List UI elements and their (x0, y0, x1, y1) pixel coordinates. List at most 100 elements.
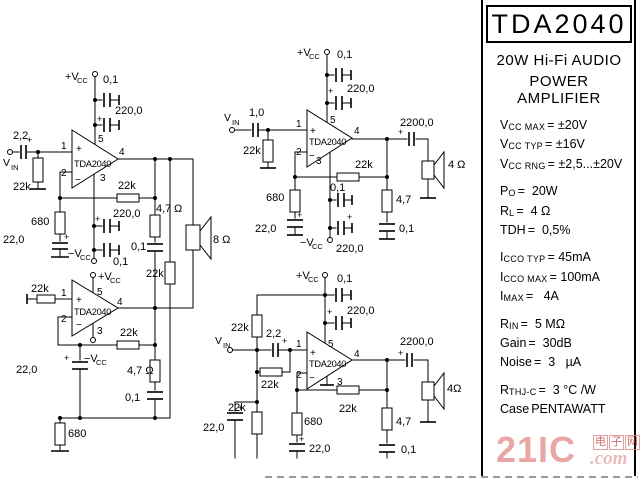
capacitor-plates-c3 (227, 288, 413, 453)
speaker-4ohm (421, 371, 445, 411)
ground-symbols-c1 (26, 95, 120, 452)
resistor-680-a1 (54, 211, 66, 235)
watermark-cjk: 电 子 网 (593, 435, 640, 450)
noninv-mark: + (76, 144, 82, 155)
vcc-pos-terminal-a1 (92, 71, 98, 77)
resistor-input (32, 157, 44, 183)
res-label: 22k (261, 379, 279, 391)
res-label: 22k (228, 402, 246, 414)
vcc-neg-label-a2: −V (84, 353, 98, 365)
cap-label: 22,0 (309, 443, 330, 455)
polarity-plus: + (297, 210, 302, 220)
vin-sub: IN (223, 341, 231, 350)
pin-2: 2 (61, 168, 67, 179)
cap-label: 2,2 (266, 328, 281, 340)
vcc-pos-label-a1: +V (65, 71, 79, 83)
pin-1: 1 (296, 339, 302, 350)
res-label: 22k (120, 327, 138, 339)
speaker-label: 4 Ω (448, 159, 465, 171)
polarity-plus: + (347, 212, 352, 222)
resistor-680 (291, 412, 303, 436)
pin-5: 5 (97, 287, 103, 298)
res-label: 680 (304, 416, 322, 428)
opamp-2 (306, 109, 353, 168)
res-label: 4,7 (396, 194, 411, 206)
opamp-3 (306, 331, 353, 390)
resistor-feedback (336, 385, 360, 395)
spec-po: PO= 20W (500, 184, 558, 199)
vin-sub: IN (232, 118, 240, 127)
cap-label: 0,1 (399, 223, 414, 235)
watermark-21ic: 21IC 电 子 网 .com (494, 429, 640, 475)
res-label: 22k (243, 145, 261, 157)
resistor-input (262, 139, 274, 163)
chip-label-a1: TDA2040 (74, 159, 111, 169)
vcc-sub: CC (308, 275, 319, 284)
chip-label-a2: TDA2040 (74, 307, 111, 317)
speaker-label: 4Ω (447, 383, 461, 395)
panel-right-border (634, 0, 636, 476)
resistor-bias-top (251, 314, 263, 338)
resistor-zobel (381, 407, 393, 431)
inv-mark: − (309, 151, 315, 162)
junctions-c3 (255, 293, 389, 404)
res-label: 4,7 (156, 203, 171, 215)
cap-label: 0,1 (401, 444, 416, 456)
cap-label: 0,1 (113, 256, 128, 268)
resistor-feedback-a2 (116, 340, 140, 350)
resistor-680-a2 (54, 422, 66, 446)
spec-rl: RL= 4 Ω (500, 203, 551, 218)
cap-label: 220,0 (347, 83, 375, 95)
vcc-pos-label-a2: +V (98, 271, 112, 283)
polarity-plus: + (64, 232, 69, 242)
polarity-plus: + (238, 403, 243, 413)
circuit-2-split-supply: +V CC 0,1 220,0 + V IN 1,0 22k 1 2 5 3 4… (224, 47, 465, 255)
cap-label: 220,0 (347, 305, 375, 317)
pin-4: 4 (354, 126, 360, 137)
pin-2: 2 (61, 314, 67, 325)
res-label: 22k (146, 268, 164, 280)
cap-label: 22,0 (16, 364, 37, 376)
title-box: TDA2040 (486, 5, 632, 43)
vcc-pos-terminal (322, 272, 328, 278)
resistor-bridge (164, 261, 176, 285)
spec-vcc-max: VCC MAX= ±20V (500, 118, 588, 132)
cap-label: 0,1 (337, 49, 352, 61)
resistor-680 (289, 189, 301, 213)
noninv-mark: + (76, 295, 82, 306)
cap-label: 2,2 (13, 130, 28, 142)
cap-label: 220,0 (336, 243, 364, 255)
pin-4: 4 (119, 147, 125, 158)
pin-1: 1 (61, 288, 67, 299)
spec-noise: Noise= 3 µA (500, 355, 582, 370)
vin-terminal (227, 347, 233, 353)
polarity-plus: + (27, 135, 32, 145)
res-label: 680 (266, 192, 284, 204)
vcc-neg-terminal-a1 (91, 258, 97, 264)
polarity-plus: + (64, 353, 69, 363)
polarity-plus: + (327, 307, 332, 317)
resistor-input-a2 (36, 294, 56, 304)
cap-label: 2200,0 (400, 336, 434, 348)
pin-1: 1 (296, 119, 302, 130)
pin-3: 3 (337, 377, 343, 388)
res-label: 22k (339, 403, 357, 415)
vcc-pos-label: +V (297, 47, 311, 59)
res-label: 680 (31, 216, 49, 228)
page-title: TDA2040 (491, 8, 627, 39)
vcc-neg-label-a1: −V (68, 248, 82, 260)
vcc-sub: CC (77, 76, 88, 85)
spec-vcc-rng: VCC RNG= ±2,5...±20V (500, 156, 623, 171)
cap-label: 0,1 (103, 74, 118, 86)
polarity-plus: + (328, 86, 333, 96)
pin-4: 4 (117, 297, 123, 308)
pin-3: 3 (97, 326, 103, 337)
junctions-c2 (266, 73, 389, 230)
cap-label: 0,1 (131, 241, 146, 253)
res-label: 680 (68, 428, 86, 440)
cap-label: 0,1 (330, 182, 345, 194)
speaker-4ohm (421, 150, 445, 190)
